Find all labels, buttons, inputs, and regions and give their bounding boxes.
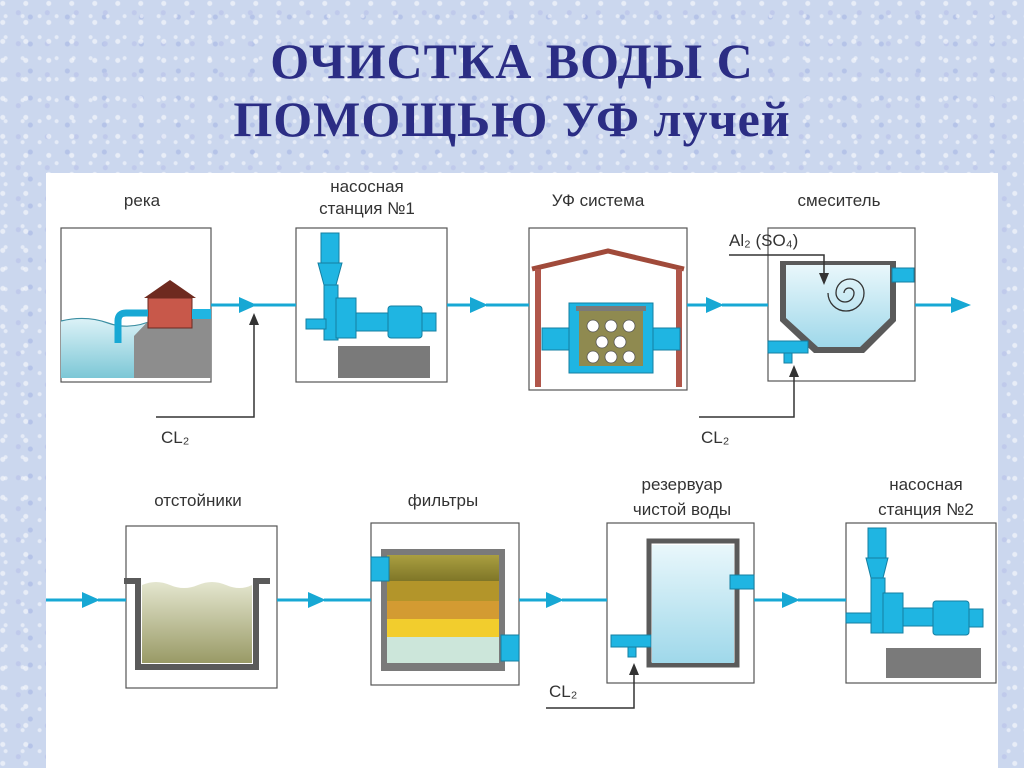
process-diagram-panel: река насосная станция №1 УФ система: [46, 173, 998, 768]
title-line-2: ПОМОЩЬЮ УФ лучей: [233, 91, 791, 147]
cl2-label-c: CL₂: [549, 682, 577, 701]
pump1-motor: [387, 305, 423, 339]
pump2-base: [886, 648, 981, 678]
uv-roof: [531, 248, 685, 272]
filters-block: фильтры: [370, 491, 520, 686]
cl2-label-a: CL₂: [161, 428, 189, 447]
process-diagram: река насосная станция №1 УФ система: [46, 177, 997, 709]
pump1-base: [338, 346, 430, 378]
uv-lamps: [586, 319, 636, 364]
pump2-motor: [932, 600, 970, 636]
reagent-label: Al₂ (SO₄): [729, 231, 798, 250]
flow-arrow: [951, 297, 971, 313]
pump1-label-line1: насосная: [330, 177, 404, 196]
cl2-label-b: CL₂: [701, 428, 729, 447]
pump-station-1-block: насосная станция №1: [295, 177, 448, 383]
settlers-water: [142, 582, 252, 663]
flow-arrow: [782, 592, 800, 608]
mixer-block: смеситель Al₂ (SO₄): [729, 191, 916, 382]
pump2-label-line1: насосная: [889, 475, 963, 494]
flow-arrow: [470, 297, 488, 313]
flow-arrow: [239, 297, 257, 313]
pump1-label-line2: станция №1: [319, 199, 415, 218]
filters-clean-layer: [387, 637, 499, 663]
mixer-label-text: смеситель: [798, 191, 881, 210]
pump-station-2-block: насосная станция №2: [845, 475, 997, 684]
settlers-label: отстойники: [154, 491, 242, 510]
mixer-tank: [786, 265, 890, 347]
bottom-flow: [46, 592, 846, 608]
flow-arrow: [546, 592, 564, 608]
river-water: [61, 318, 156, 378]
reservoir-label-line2: чистой воды: [633, 500, 731, 519]
mixer-swirl: [827, 278, 865, 312]
intake-house: [147, 297, 193, 329]
reservoir-block: резервуар чистой воды: [606, 475, 755, 684]
flow-arrow: [706, 297, 724, 313]
uv-label: УФ система: [552, 191, 645, 210]
intake-roof: [144, 280, 196, 298]
top-flow: [211, 297, 971, 313]
uv-system-block: УФ система: [528, 191, 688, 391]
chlorine-dosing-2: CL₂: [699, 365, 799, 447]
title-line-1: ОЧИСТКА ВОДЫ С: [270, 33, 754, 89]
settlers-block: отстойники: [124, 491, 278, 689]
chlorine-dosing-3: CL₂: [546, 663, 639, 709]
flow-arrow: [308, 592, 326, 608]
pump2-label-line2: станция №2: [878, 500, 974, 519]
flow-arrow: [82, 592, 100, 608]
river-block: река: [60, 191, 212, 383]
reservoir-water: [652, 545, 734, 663]
river-label: река: [124, 191, 161, 210]
river-bank: [134, 313, 211, 378]
reservoir-label-line1: резервуар: [642, 475, 723, 494]
page-title: ОЧИСТКА ВОДЫ С ПОМОЩЬЮ УФ лучей: [0, 32, 1024, 148]
intake-pipe: [114, 309, 148, 343]
filters-label: фильтры: [408, 491, 478, 510]
chlorine-dosing-1: CL₂: [156, 313, 259, 447]
